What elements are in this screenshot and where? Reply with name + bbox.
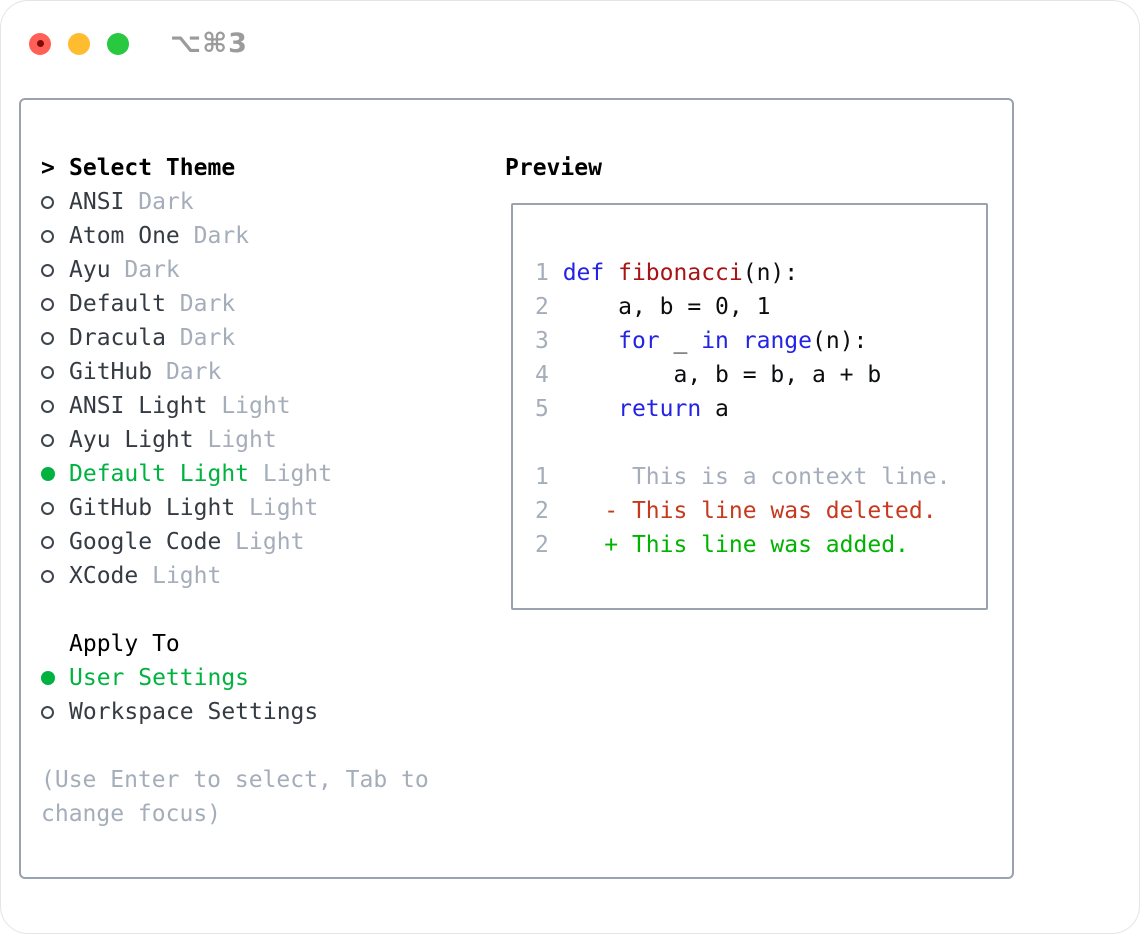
minimize-button[interactable] [68, 32, 90, 55]
radio-icon [41, 365, 54, 379]
code-line [535, 426, 950, 460]
radio-icon [41, 331, 54, 345]
theme-option[interactable]: ANSI Dark [41, 185, 491, 219]
option-label: Workspace Settings [69, 699, 319, 725]
line-number: 2 [535, 294, 563, 320]
option-tag: Light [249, 461, 333, 487]
window-title: ⌥⌘3 [170, 28, 248, 59]
line-number: 5 [535, 396, 563, 422]
option-tag: Light [207, 393, 291, 419]
option-label: GitHub [69, 359, 153, 385]
radio-selected-icon [41, 671, 55, 685]
theme-option[interactable]: Atom One Dark [41, 219, 491, 253]
theme-option[interactable]: GitHub Light Light [41, 491, 491, 525]
spacer [41, 593, 491, 627]
radio-icon [41, 399, 54, 413]
zoom-button[interactable] [107, 32, 129, 55]
option-tag: Dark [152, 359, 222, 385]
radio-icon [41, 263, 54, 277]
theme-option[interactable]: Dracula Dark [41, 321, 491, 355]
picker-header-row: > Select Theme [41, 151, 491, 185]
line-number: 1 [535, 464, 563, 490]
line-number: 2 [535, 532, 563, 558]
line-number: 3 [535, 328, 563, 354]
theme-option[interactable]: Ayu Light Light [41, 423, 491, 457]
theme-option[interactable]: XCode Light [41, 559, 491, 593]
option-label: Ayu Light [69, 427, 194, 453]
preview-title: Preview [505, 155, 602, 181]
option-label: ANSI [69, 189, 125, 215]
theme-option[interactable]: Default Light Light [41, 457, 491, 491]
option-tag: Light [193, 427, 277, 453]
code-line: 1 def fibonacci(n): [535, 260, 799, 286]
option-label: GitHub Light [69, 495, 236, 521]
option-label: ANSI Light [69, 393, 208, 419]
preview-box: 1 def fibonacci(n): 2 a, b = 0, 1 3 for _ … [511, 203, 988, 610]
radio-icon [41, 195, 54, 209]
keyboard-hint: (Use Enter to select, Tab to change focu… [41, 767, 429, 827]
option-label: Atom One [69, 223, 180, 249]
option-tag: Dark [179, 223, 250, 249]
option-label: Ayu [69, 257, 111, 283]
option-label: Google Code [69, 529, 222, 555]
code-preview: 1 def fibonacci(n): 2 a, b = 0, 1 3 for _ … [535, 256, 950, 562]
code-line: 2 a, b = 0, 1 [535, 294, 771, 320]
option-label: User Settings [69, 665, 250, 691]
close-button[interactable] [29, 32, 51, 55]
line-number: 1 [535, 260, 563, 286]
option-label: Dracula [69, 325, 166, 351]
option-tag: Light [235, 495, 319, 521]
theme-option[interactable]: ANSI Light Light [41, 389, 491, 423]
option-tag: Light [221, 529, 305, 555]
radio-icon [41, 569, 54, 583]
radio-icon [41, 705, 54, 719]
option-tag: Light [138, 563, 222, 589]
option-label: XCode [69, 563, 139, 589]
option-label: Default Light [69, 461, 250, 487]
radio-selected-icon [41, 467, 55, 481]
radio-icon [41, 535, 54, 549]
code-line: 4 a, b = b, a + b [535, 362, 882, 388]
option-tag: Dark [165, 291, 236, 317]
code-line: 3 for _ in range(n): [535, 328, 868, 354]
option-tag: Dark [124, 189, 194, 215]
apply-to-option[interactable]: Workspace Settings [41, 695, 491, 729]
radio-icon [41, 501, 54, 515]
spacer [41, 729, 491, 763]
code-line: 1 This is a context line. [535, 464, 951, 490]
code-line: 2 - This line was deleted. [535, 498, 937, 524]
apply-to-header-row: Apply To [41, 627, 491, 661]
code-line: 2 + This line was added. [535, 532, 909, 558]
option-tag: Dark [165, 325, 236, 351]
radio-icon [41, 433, 54, 447]
radio-icon [41, 297, 54, 311]
theme-option[interactable]: GitHub Dark [41, 355, 491, 389]
code-line: 5 return a [535, 396, 729, 422]
option-tag: Dark [110, 257, 180, 283]
titlebar: ⌥⌘3 [29, 28, 248, 59]
line-number: 2 [535, 498, 563, 524]
theme-option[interactable]: Google Code Light [41, 525, 491, 559]
picker-title: Select Theme [69, 155, 236, 181]
line-number: 4 [535, 362, 563, 388]
apply-to-title: Apply To [69, 631, 180, 657]
theme-option[interactable]: Default Dark [41, 287, 491, 321]
close-dot-icon [36, 40, 44, 47]
option-label: Default [69, 291, 166, 317]
apply-to-option[interactable]: User Settings [41, 661, 491, 695]
radio-icon [41, 229, 54, 243]
theme-option[interactable]: Ayu Dark [41, 253, 491, 287]
prompt-icon: > [41, 155, 55, 181]
